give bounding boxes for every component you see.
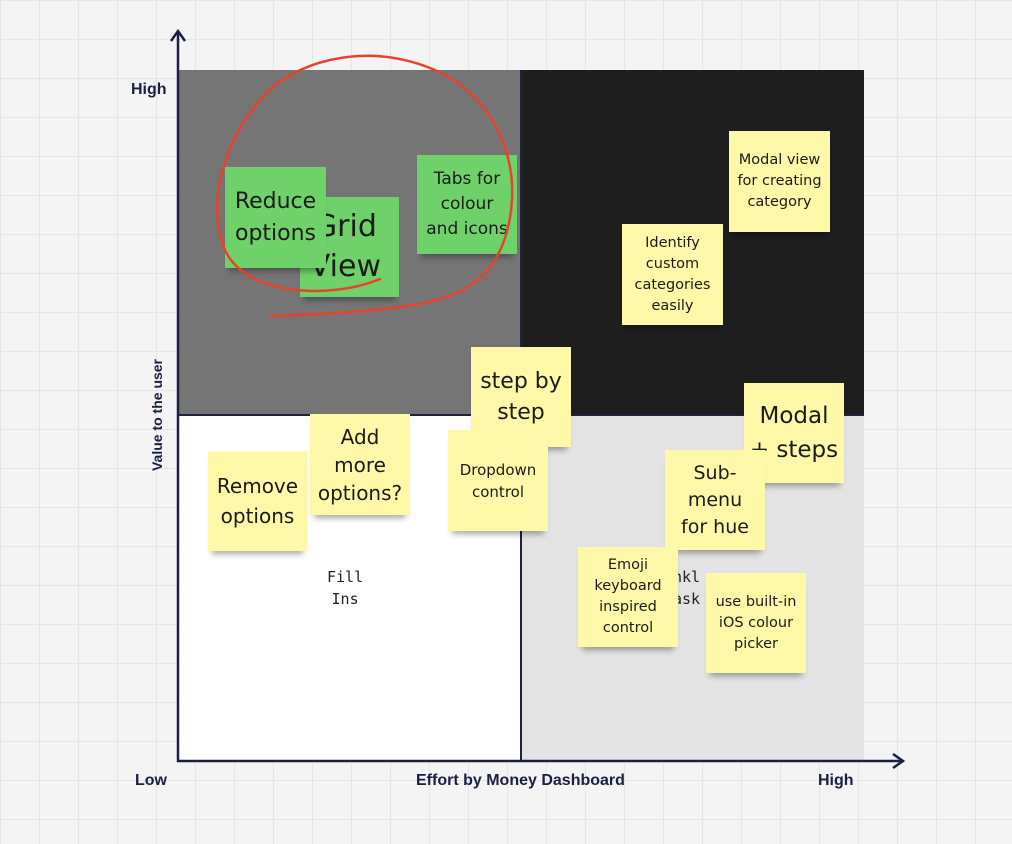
- x-axis-arrow: [892, 752, 906, 770]
- sticky-note-text: Emoji keyboard inspired control: [594, 557, 662, 636]
- sticky-note-add-more-options[interactable]: Add more options?: [310, 414, 410, 515]
- sticky-note-reduce-options[interactable]: Reduce options: [225, 167, 326, 268]
- sticky-note-text: Remove options: [216, 474, 299, 528]
- sticky-note-text: Dropdown control: [459, 460, 537, 501]
- x-axis-low-label: Low: [135, 772, 167, 789]
- sticky-note-text: step by step: [480, 369, 562, 425]
- sticky-note-modal-view-category[interactable]: Modal view for creating category: [729, 131, 830, 232]
- sticky-note-identify-custom[interactable]: Identify custom categories easily: [622, 224, 723, 325]
- sticky-note-dropdown-control[interactable]: Dropdown control: [448, 430, 548, 531]
- x-axis-high-label: High: [818, 772, 854, 789]
- sticky-note-sub-menu-hue[interactable]: Sub- menu for hue: [665, 450, 765, 550]
- x-axis-title: Effort by Money Dashboard: [416, 772, 625, 789]
- sticky-note-text: Sub- menu for hue: [681, 461, 749, 538]
- y-axis-title: Value to the user: [149, 358, 165, 472]
- sticky-note-builtin-ios-picker[interactable]: use built-in iOS colour picker: [706, 573, 806, 673]
- sticky-note-text: Add more options?: [317, 424, 403, 505]
- y-axis-high-label: High: [131, 81, 167, 98]
- sticky-note-text: use built-in iOS colour picker: [715, 593, 797, 652]
- sticky-note-tabs-colour-icons[interactable]: Tabs for colour and icons: [417, 155, 517, 254]
- sticky-note-text: Tabs for colour and icons: [426, 169, 508, 239]
- quadrant-label-fill-ins: Fill Ins: [327, 568, 364, 608]
- sticky-note-remove-options[interactable]: Remove options: [208, 451, 307, 551]
- y-axis-arrow: [169, 28, 187, 42]
- sticky-note-text: Modal view for creating category: [737, 152, 822, 210]
- quadrant-label-bottom-right: nkl ask: [673, 568, 701, 608]
- sticky-note-emoji-keyboard[interactable]: Emoji keyboard inspired control: [578, 547, 678, 647]
- sticky-note-text: Reduce options: [234, 188, 317, 246]
- sticky-note-text: Identify custom categories easily: [634, 234, 711, 314]
